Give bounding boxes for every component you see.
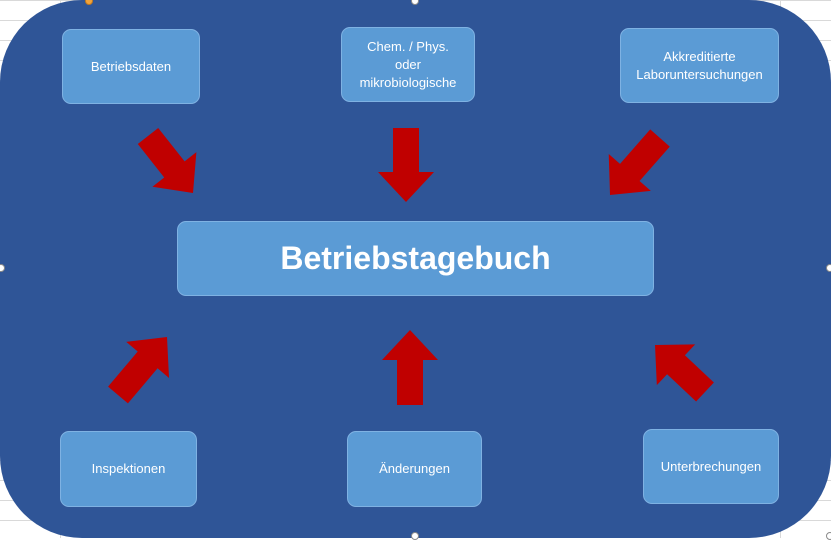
arrow-chem-phys [378,128,434,202]
arrow-betriebsdaten [137,127,197,193]
shape-handle-top[interactable] [411,0,419,5]
shape-handle-bottom[interactable] [411,532,419,540]
box-inspektionen: Inspektionen [60,431,197,507]
arrow-unterbrechungen [655,344,714,402]
arrow-aenderungen [382,330,438,405]
shape-handle-left[interactable] [0,264,5,272]
arrow-akkreditierte [608,129,670,195]
center-box-betriebstagebuch: Betriebstagebuch [177,221,654,296]
box-chem-phys: Chem. / Phys. oder mikrobiologische [341,27,475,102]
box-betriebsdaten: Betriebsdaten [62,29,200,104]
shape-rotation-handle[interactable] [85,0,93,5]
arrow-inspektionen [108,337,170,404]
box-aenderungen: Änderungen [347,431,482,507]
box-akkreditierte: Akkreditierte Laboruntersuchungen [620,28,779,103]
shape-handle-right[interactable] [826,264,831,272]
box-unterbrechungen: Unterbrechungen [643,429,779,504]
shape-handle-bottom-right[interactable] [826,532,831,540]
